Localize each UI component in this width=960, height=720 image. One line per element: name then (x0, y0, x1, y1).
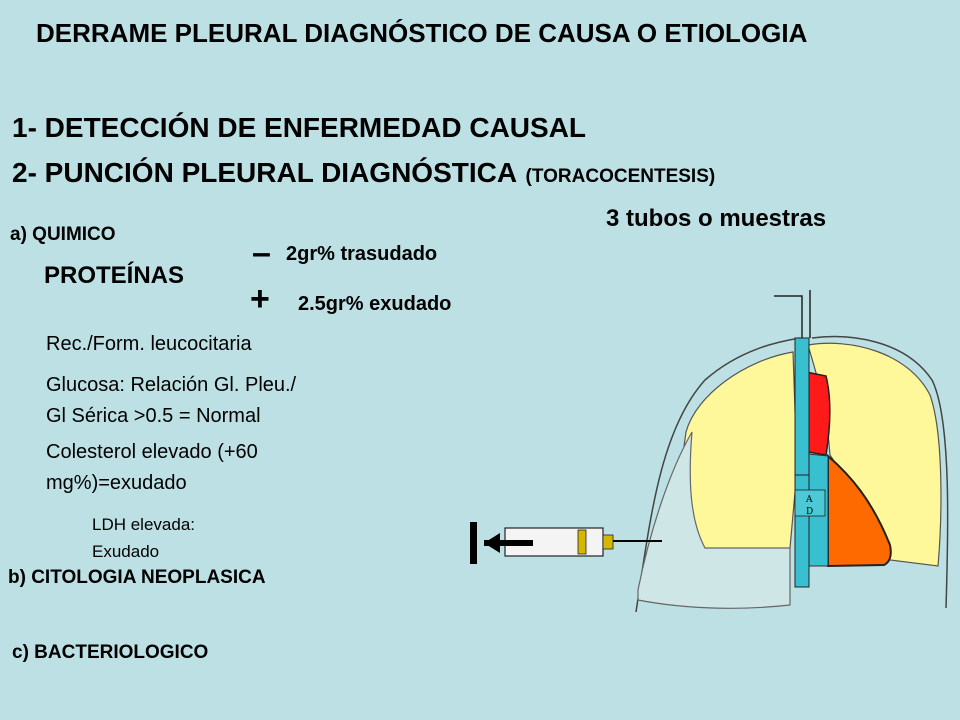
plus-symbol: + (250, 280, 270, 318)
ldh-line-2: Exudado (92, 542, 160, 561)
glucose-criterion: Glucosa: Relación Gl. Pleu./ Gl Sérica >… (46, 370, 296, 432)
section-a-label: a) QUIMICO (10, 224, 116, 245)
proteins-label: PROTEÍNAS (44, 262, 185, 289)
exudate-threshold: 2.5gr% exudado (298, 293, 452, 315)
tubes-note: 3 tubos o muestras (606, 205, 827, 232)
section-b-label: b) CITOLOGIA NEOPLASICA (8, 567, 266, 588)
glucose-line-2: Gl Sérica >0.5 = Normal (46, 405, 261, 427)
pleural-effusion (637, 431, 791, 609)
step-1-heading: 1- DETECCIÓN DE ENFERMEDAD CAUSAL (12, 112, 587, 143)
trachea-top (774, 295, 803, 338)
step-2-heading: 2- PUNCIÓN PLEURAL DIAGNÓSTICA (TORACOCE… (12, 157, 715, 189)
minus-symbol: – (252, 234, 271, 272)
step-2-paren: (TORACOCENTESIS) (525, 166, 716, 187)
syringe-handle (470, 522, 477, 564)
cholesterol-criterion: Colesterol elevado (+60 mg%)=exudado (46, 437, 258, 499)
orange-chamber (827, 453, 892, 568)
trachea (794, 337, 810, 476)
heart-label-a: A (805, 495, 813, 505)
chest-wall-right (811, 335, 949, 609)
ldh-criterion: LDH elevada: Exudado (92, 511, 195, 565)
heart-label-d: D (806, 507, 813, 517)
glucose-line-1: Glucosa: Relación Gl. Pleu./ (46, 374, 297, 396)
slide-title: DERRAME PLEURAL DIAGNÓSTICO DE CAUSA O E… (36, 18, 808, 48)
left-side-lung (681, 351, 798, 551)
cholesterol-line-2: mg%)=exudado (46, 472, 187, 494)
ldh-line-1: LDH elevada: (92, 515, 196, 534)
syringe-tip (602, 534, 614, 550)
cholesterol-line-1: Colesterol elevado (+60 (46, 441, 258, 463)
leuco-formula: Rec./Form. leucocitaria (46, 333, 252, 355)
red-chamber (805, 371, 831, 456)
step-2-main: 2- PUNCIÓN PLEURAL DIAGNÓSTICA (12, 157, 518, 188)
heart-label-box (794, 489, 826, 517)
plunger-arrow-head (484, 533, 500, 553)
syringe-plunger-seal (577, 529, 587, 555)
transudate-threshold: 2gr% trasudado (286, 243, 438, 265)
section-c-label: c) BACTERIOLOGICO (12, 642, 209, 663)
